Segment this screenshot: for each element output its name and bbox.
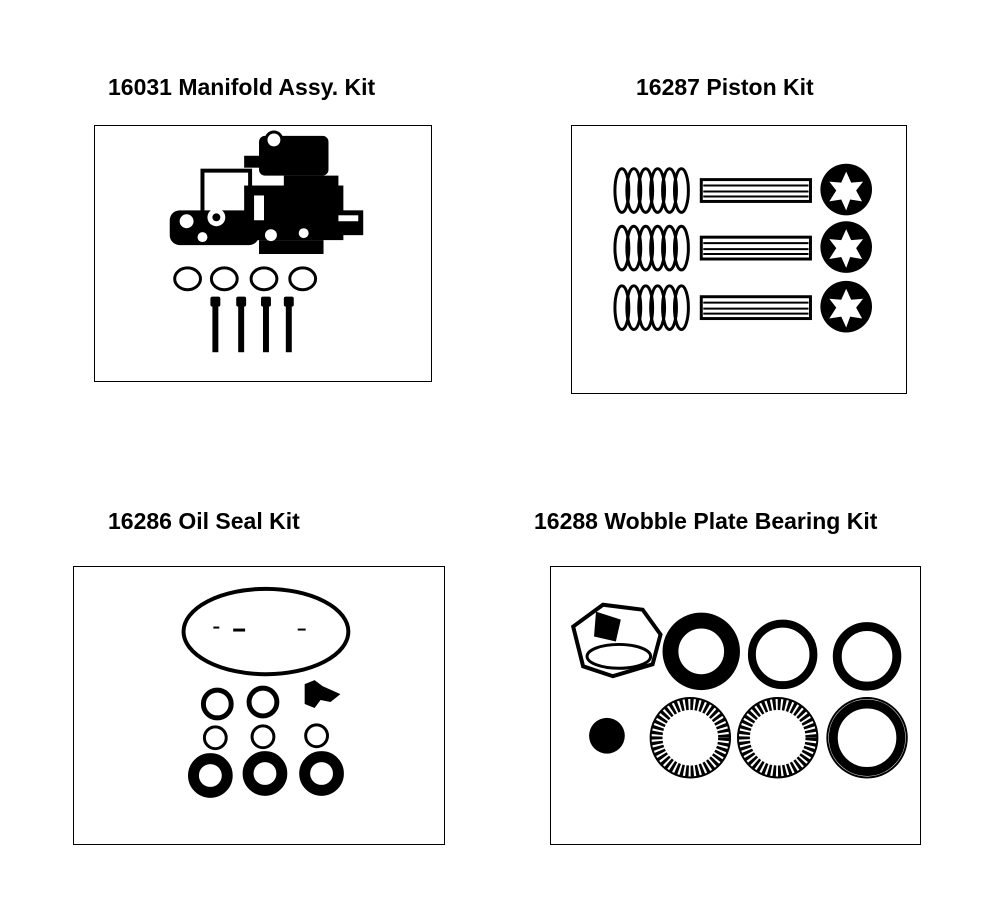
oil-seal-kit-illustration [181,586,351,798]
wobble-plate-bearing-kit-illustration [570,602,908,779]
kit-image-piston [571,125,907,394]
manifold-assembly-illustration [169,130,364,353]
kit-image-manifold [94,125,432,382]
piston-kit-illustration [613,163,874,334]
kit-image-oil-seal [73,566,445,845]
kit-title-oil-seal: 16286 Oil Seal Kit [108,508,300,534]
kit-image-wobble-plate [550,566,921,845]
kit-title-piston: 16287 Piston Kit [636,74,814,100]
kit-title-wobble-plate: 16288 Wobble Plate Bearing Kit [534,508,878,534]
kit-title-manifold: 16031 Manifold Assy. Kit [108,74,376,100]
